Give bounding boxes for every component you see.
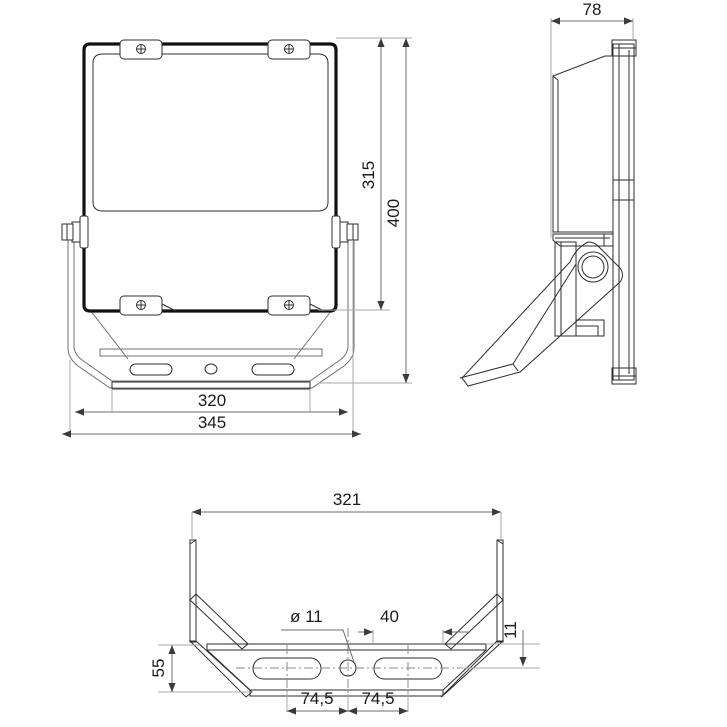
arrow-down-315	[377, 301, 385, 310]
bottom-view-dimensions: 321 ø 11 40 55	[149, 490, 540, 715]
base-slot-left	[129, 363, 173, 376]
dimension-label-745-left: 74,5	[300, 689, 333, 708]
front-housing-frame	[82, 42, 338, 313]
arrow-right-78	[624, 17, 633, 25]
side-view	[459, 39, 637, 387]
dimension-label-400: 400	[384, 199, 403, 227]
arrow-up-55	[168, 645, 176, 654]
side-arm-fold	[512, 263, 577, 365]
arrow-40-right	[364, 628, 373, 636]
arrow-right-345	[352, 430, 361, 438]
front-lens-panel	[92, 53, 329, 212]
yoke-inner-shell	[73, 236, 349, 382]
dimension-label-321: 321	[333, 490, 361, 509]
arrow-left-745R	[348, 707, 357, 715]
side-heatsink-profile	[552, 55, 614, 233]
dimension-400: 400	[384, 38, 410, 383]
arrow-left-745L	[287, 707, 296, 715]
clamp-tab	[161, 303, 177, 312]
side-bracket-foot2	[576, 325, 599, 336]
base-center-hole	[204, 363, 218, 375]
dimension-745-left: 74,5	[287, 689, 348, 715]
arrow-left-345	[62, 430, 71, 438]
dimension-78: 78	[551, 0, 633, 25]
dimension-345: 345	[62, 413, 361, 438]
dimension-11: 11	[501, 621, 527, 666]
front-view	[61, 39, 359, 390]
side-shoulder-block	[552, 233, 614, 247]
pivot-washer	[79, 215, 89, 249]
arrow-down-400	[402, 374, 410, 383]
bracket-upright-left	[189, 539, 197, 643]
side-bracket-foot	[576, 319, 605, 337]
front-pivot-bolt-left	[61, 215, 89, 249]
dimension-55: 55	[149, 645, 176, 692]
base-slot-right	[251, 363, 295, 376]
arrow-down-11	[519, 657, 527, 666]
bracket-upright-right-tip	[496, 539, 504, 545]
dimension-745-right: 74,5	[348, 689, 408, 715]
arrow-left-320	[75, 408, 84, 416]
arrow-40-left	[443, 628, 452, 636]
bracket-face-sides	[206, 649, 487, 691]
arrow-up-315	[377, 38, 385, 47]
arrow-right-745L	[339, 707, 348, 715]
leader-line-diameter	[281, 629, 355, 663]
dimension-315: 315	[359, 38, 385, 310]
arrow-right-320	[339, 408, 348, 416]
side-arm-edge-end	[512, 363, 519, 372]
bracket-skirt-right	[440, 640, 505, 698]
side-heatsink-chamfer	[552, 75, 559, 81]
clamp-screw-cross	[285, 301, 293, 309]
dimension-label-745-right: 74,5	[361, 689, 394, 708]
dimension-label-320: 320	[198, 391, 226, 410]
dimension-label-55: 55	[149, 659, 168, 678]
dimension-label-78: 78	[583, 0, 602, 19]
dimension-diameter-11: ø 11	[281, 607, 355, 663]
yoke-gusset-left	[89, 309, 129, 360]
side-bottom-cap	[611, 367, 637, 385]
dimension-label-315: 315	[359, 161, 378, 189]
side-mounting-arm	[461, 241, 623, 387]
dimension-label-40: 40	[380, 607, 399, 626]
bracket-diagonal-right	[444, 593, 504, 650]
yoke-rail-bar	[99, 348, 323, 357]
side-pivot-boss-inner	[581, 255, 605, 279]
side-top-cap	[611, 39, 637, 57]
dimension-320: 320	[75, 391, 348, 416]
arrow-left-321	[192, 508, 201, 516]
front-clamp-bottom-left	[119, 295, 177, 316]
clamp-screw-cross	[137, 301, 145, 309]
yoke-gusset-right	[293, 309, 333, 360]
dimension-label-345: 345	[198, 413, 226, 432]
arrow-right-745R	[399, 707, 408, 715]
arrow-left-78	[551, 17, 560, 25]
bracket-diagonal-left	[189, 593, 249, 650]
bracket-rail-lower	[249, 689, 444, 697]
arrow-right-321	[492, 508, 501, 516]
dimension-label-diameter-11: ø 11	[290, 607, 323, 626]
pivot-washer	[331, 215, 341, 249]
clamp-screw-cross	[285, 45, 293, 53]
bracket-upright-left-tip	[189, 539, 197, 545]
dimension-label-11: 11	[501, 621, 520, 639]
front-clamp-top-right	[267, 39, 311, 60]
dimension-40: 40	[358, 607, 470, 636]
dimension-321: 321	[192, 490, 501, 516]
front-clamp-top-left	[119, 39, 163, 60]
front-base-plate	[111, 363, 311, 390]
front-clamp-bottom-right	[267, 295, 325, 316]
side-mid-band	[612, 179, 635, 201]
front-view-dimensions: 315 400 320 345	[62, 37, 412, 438]
side-arm-edge-inner	[459, 363, 514, 379]
arrow-down-55	[168, 683, 176, 692]
front-pivot-bolt-right	[331, 215, 359, 249]
side-view-dimensions: 78	[550, 0, 634, 238]
clamp-screw-cross	[137, 45, 145, 53]
arrow-up-400	[402, 38, 410, 47]
side-body-slab	[612, 43, 635, 381]
